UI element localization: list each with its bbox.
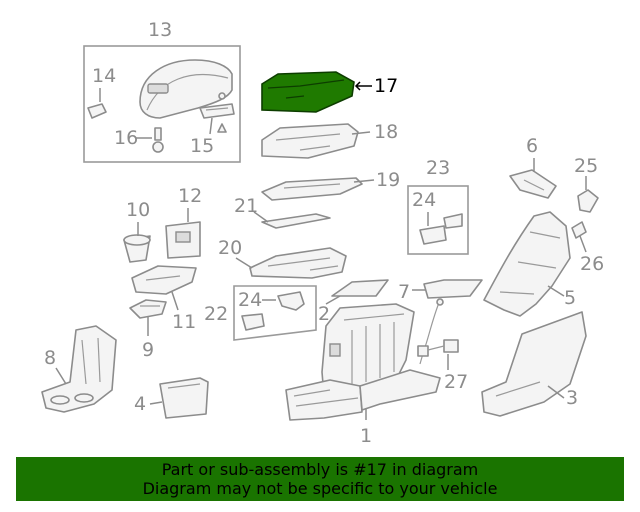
part-4-cover[interactable] <box>159 377 209 419</box>
leader-15 <box>209 117 213 135</box>
part-1-console-body[interactable] <box>285 303 441 421</box>
label-23: 23 <box>426 157 450 179</box>
part-17-storage-tray-highlighted[interactable] <box>261 71 355 113</box>
group-box-22 <box>233 285 317 341</box>
part-27-wiring-harness[interactable] <box>417 298 459 365</box>
label-6: 6 <box>526 135 538 157</box>
label-9: 9 <box>142 339 154 361</box>
label-4: 4 <box>134 393 146 415</box>
leader-21 <box>253 211 269 223</box>
part-5-side-panel[interactable] <box>483 211 571 317</box>
part-22-cap[interactable] <box>241 313 265 331</box>
label-20: 20 <box>218 237 242 259</box>
part-15-latch[interactable] <box>199 92 235 133</box>
label-26: 26 <box>580 253 604 275</box>
label-13: 13 <box>148 19 172 41</box>
part-24-clip-box-23[interactable] <box>419 213 463 245</box>
part-2-pad[interactable] <box>331 279 389 297</box>
leader-20 <box>235 257 253 269</box>
part-26-retainer[interactable] <box>571 221 587 239</box>
label-18: 18 <box>374 121 398 143</box>
footer-banner-background <box>16 457 624 501</box>
part-25-clip[interactable] <box>577 189 599 213</box>
leader-17 <box>354 81 372 91</box>
label-19: 19 <box>376 169 400 191</box>
leader-19 <box>353 179 375 183</box>
label-11: 11 <box>172 311 196 333</box>
armrest-lid-part[interactable] <box>139 59 233 119</box>
label-15: 15 <box>190 135 214 157</box>
label-21: 21 <box>234 195 258 217</box>
part-3-side-panel[interactable] <box>481 311 587 417</box>
leader-26 <box>579 235 587 253</box>
part-24-clip-box-22[interactable] <box>277 291 305 311</box>
part-7-mat[interactable] <box>423 279 483 299</box>
label-14: 14 <box>92 65 116 87</box>
label-7: 7 <box>398 281 410 303</box>
leader-3 <box>547 385 565 399</box>
part-9-trim-ring[interactable] <box>129 299 167 319</box>
part-19-mat[interactable] <box>261 177 363 201</box>
label-24-in-box-23: 24 <box>412 189 436 211</box>
part-8-rear-panel[interactable] <box>41 325 117 413</box>
label-22: 22 <box>204 303 228 325</box>
group-box-23 <box>407 185 469 255</box>
footer-line-2: Diagram may not be specific to your vehi… <box>142 479 498 498</box>
label-8: 8 <box>44 347 56 369</box>
label-5: 5 <box>564 287 576 309</box>
label-1: 1 <box>360 425 372 447</box>
label-16: 16 <box>114 127 138 149</box>
part-20-bracket[interactable] <box>249 247 347 279</box>
group-box-13 <box>83 45 241 163</box>
footer-banner: Part or sub-assembly is #17 in diagram D… <box>16 457 624 501</box>
label-25: 25 <box>574 155 598 177</box>
label-24-in-box-22: 24 <box>238 289 262 311</box>
leader-11 <box>171 291 179 311</box>
label-27: 27 <box>444 371 468 393</box>
part-12-switch-plate[interactable] <box>165 221 201 259</box>
leader-8 <box>55 367 67 385</box>
label-12: 12 <box>178 185 202 207</box>
leader-5 <box>547 285 565 297</box>
part-11-bezel[interactable] <box>131 265 197 295</box>
leader-2 <box>325 295 341 305</box>
part-21-pad[interactable] <box>261 213 331 229</box>
footer-line-1: Part or sub-assembly is #17 in diagram <box>161 460 479 479</box>
part-18-tray[interactable] <box>261 123 359 159</box>
part-10-cup[interactable] <box>123 234 151 263</box>
label-17: 17 <box>374 75 398 97</box>
label-3: 3 <box>566 387 578 409</box>
label-2: 2 <box>318 303 330 325</box>
leader-4 <box>149 401 163 405</box>
part-14-cap[interactable] <box>87 103 107 119</box>
leader-18 <box>351 131 371 135</box>
part-6-bezel[interactable] <box>509 169 557 199</box>
part-16-button[interactable] <box>152 127 164 153</box>
label-10: 10 <box>126 199 150 221</box>
